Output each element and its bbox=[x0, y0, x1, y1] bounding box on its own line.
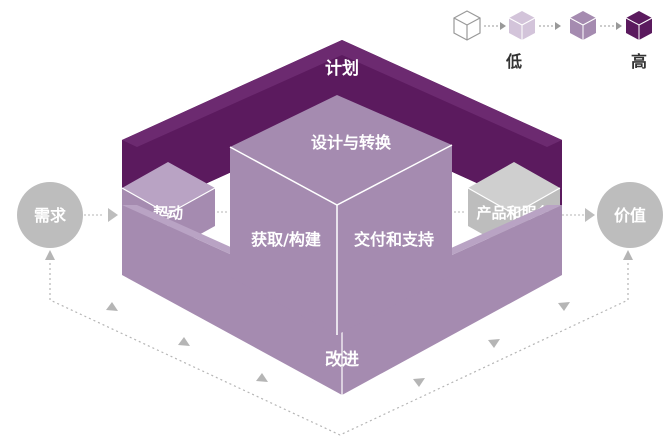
loop-arrow-icon bbox=[558, 302, 570, 311]
loop-arrow-icon bbox=[256, 373, 268, 382]
demand-arrow-icon bbox=[108, 208, 118, 222]
legend-cube-light-icon bbox=[508, 11, 536, 40]
legend-arrow-icon bbox=[616, 22, 622, 30]
legend-cube-white-icon bbox=[453, 10, 481, 41]
legend-high-label: 高 bbox=[631, 52, 647, 71]
improve-label: 改进 bbox=[325, 349, 359, 370]
loop-arrow-icon bbox=[45, 250, 55, 260]
acquire-label: 获取/构建 bbox=[251, 230, 321, 249]
legend-low-label: 低 bbox=[505, 52, 522, 71]
legend-cube-mid-icon bbox=[569, 11, 597, 40]
core-cube bbox=[229, 95, 453, 335]
demand-label: 需求 bbox=[34, 206, 67, 225]
loop-arrow-icon bbox=[178, 337, 190, 346]
legend-arrow-icon bbox=[500, 22, 506, 30]
value-arrow-icon bbox=[585, 208, 595, 222]
loop-arrow-icon bbox=[623, 250, 633, 260]
demand-node bbox=[17, 182, 118, 248]
loop-arrow-icon bbox=[413, 378, 425, 387]
loop-arrow-icon bbox=[488, 339, 500, 348]
value-node bbox=[562, 182, 663, 248]
loop-arrow-icon bbox=[106, 302, 118, 311]
legend-cube-dark-icon bbox=[625, 11, 653, 40]
value-label: 价值 bbox=[614, 206, 646, 225]
legend-arrow-icon bbox=[555, 22, 561, 30]
deliver-label: 交付和支持 bbox=[354, 230, 434, 249]
feedback-loop bbox=[45, 250, 633, 436]
plan-label: 计划 bbox=[325, 58, 359, 79]
design-label: 设计与转换 bbox=[311, 133, 392, 152]
intensity-legend: 低 高 bbox=[453, 10, 653, 71]
